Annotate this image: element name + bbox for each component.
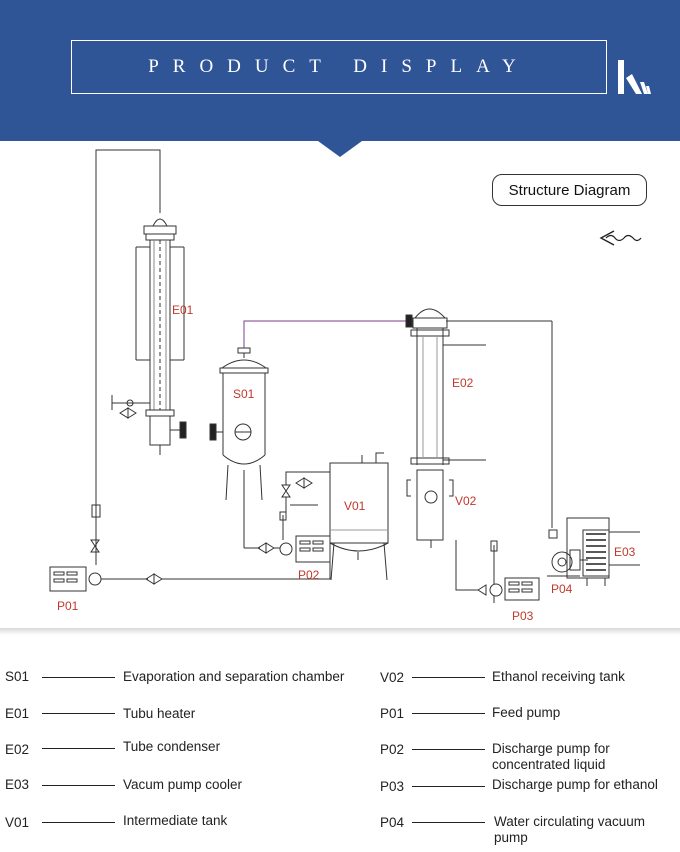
label-v02: V02 — [455, 494, 477, 508]
label-e03: E03 — [614, 545, 636, 559]
label-e01: E01 — [172, 303, 194, 317]
legend-code: P03 — [380, 779, 405, 794]
legend-connector — [42, 713, 115, 714]
p01-pump — [49, 504, 331, 592]
legend-desc: Intermediate tank — [123, 813, 228, 828]
p04-pump — [547, 529, 588, 577]
legend-connector — [412, 786, 485, 787]
legend-code: P02 — [380, 742, 405, 757]
legend-code: E01 — [5, 706, 30, 721]
section-divider — [0, 628, 680, 635]
legend-code: P04 — [380, 815, 405, 830]
legend-desc: Tube condenser — [123, 739, 221, 754]
legend-code: E02 — [5, 742, 30, 757]
legend-connector — [412, 822, 485, 823]
legend-connector — [42, 822, 115, 823]
legend-connector — [412, 677, 485, 678]
label-p01: P01 — [57, 599, 79, 613]
legend-connector — [412, 749, 485, 750]
s01-chamber — [209, 314, 413, 548]
legend-code: V01 — [5, 815, 30, 830]
v01-tank — [281, 452, 389, 581]
legend-code: P01 — [380, 706, 405, 721]
structure-diagram-label: Structure Diagram — [508, 181, 631, 199]
label-v01: V01 — [344, 499, 366, 513]
legend-desc: Water circulating vacuum pump — [494, 814, 646, 845]
e03-cooler — [566, 517, 640, 586]
legend-connector — [42, 785, 115, 786]
label-p02: P02 — [298, 568, 320, 582]
legend-code: S01 — [5, 669, 30, 684]
legend-connector — [42, 748, 115, 749]
legend-desc: Evaporation and separation chamber — [123, 669, 345, 684]
legend-code: E03 — [5, 777, 30, 792]
p02-pump — [244, 511, 331, 563]
header-notch — [318, 141, 362, 157]
header-banner — [0, 0, 680, 141]
label-p03: P03 — [512, 609, 534, 623]
structure-diagram-button[interactable]: Structure Diagram — [492, 174, 647, 206]
legend-connector — [412, 713, 485, 714]
legend-desc: Vacum pump cooler — [123, 777, 243, 792]
legend-desc: Discharge pump for concentrated liquid — [492, 741, 610, 772]
back-arrow-icon — [599, 230, 642, 246]
legend-connector — [42, 677, 115, 678]
legend-desc: Discharge pump for ethanol — [492, 777, 658, 792]
label-p04: P04 — [551, 582, 573, 596]
label-s01: S01 — [233, 387, 255, 401]
legend-desc: Ethanol receiving tank — [492, 669, 625, 684]
legend-desc: Tubu heater — [123, 706, 196, 721]
label-e02: E02 — [452, 376, 474, 390]
p03-pump — [477, 540, 540, 603]
legend-code: V02 — [380, 670, 405, 685]
e02-condenser — [406, 308, 553, 591]
brand-logo-icon — [618, 60, 651, 94]
page-title: PRODUCT DISPLAY — [148, 56, 530, 77]
title-box: PRODUCT DISPLAY — [71, 40, 607, 94]
legend-desc: Feed pump — [492, 705, 561, 720]
process-diagram: E01 S01 E02 V01 V02 E03 P01 P02 P03 P04 — [49, 149, 642, 623]
e01-heater — [111, 205, 187, 455]
